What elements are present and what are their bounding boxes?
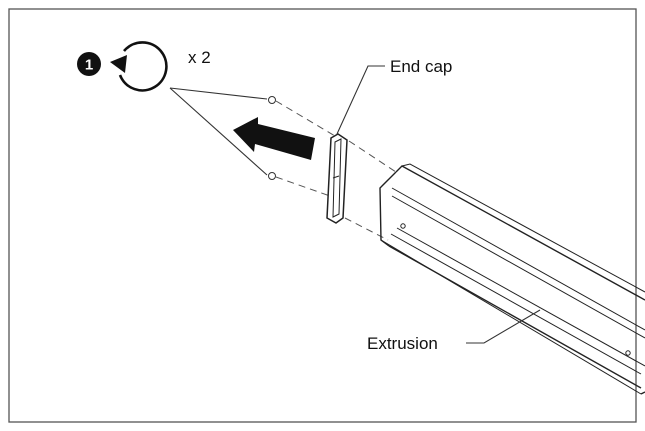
screw-leader-lines (169, 87, 268, 176)
extrusion-label: Extrusion (367, 334, 438, 353)
end-cap (326, 133, 348, 224)
screw-icon (268, 96, 276, 180)
diagram-border (8, 8, 637, 423)
end-cap-label: End cap (390, 57, 452, 76)
extrusion (379, 163, 645, 395)
extrusion-leader (466, 309, 541, 344)
quantity-label: x 2 (188, 48, 211, 67)
end-cap-leader (336, 65, 385, 135)
alignment-lines-screws (275, 100, 336, 197)
arrow-icon (233, 117, 315, 160)
step-badge: 1 (77, 52, 101, 76)
step-number: 1 (85, 57, 93, 74)
counterclockwise-rotate-icon (110, 41, 168, 92)
